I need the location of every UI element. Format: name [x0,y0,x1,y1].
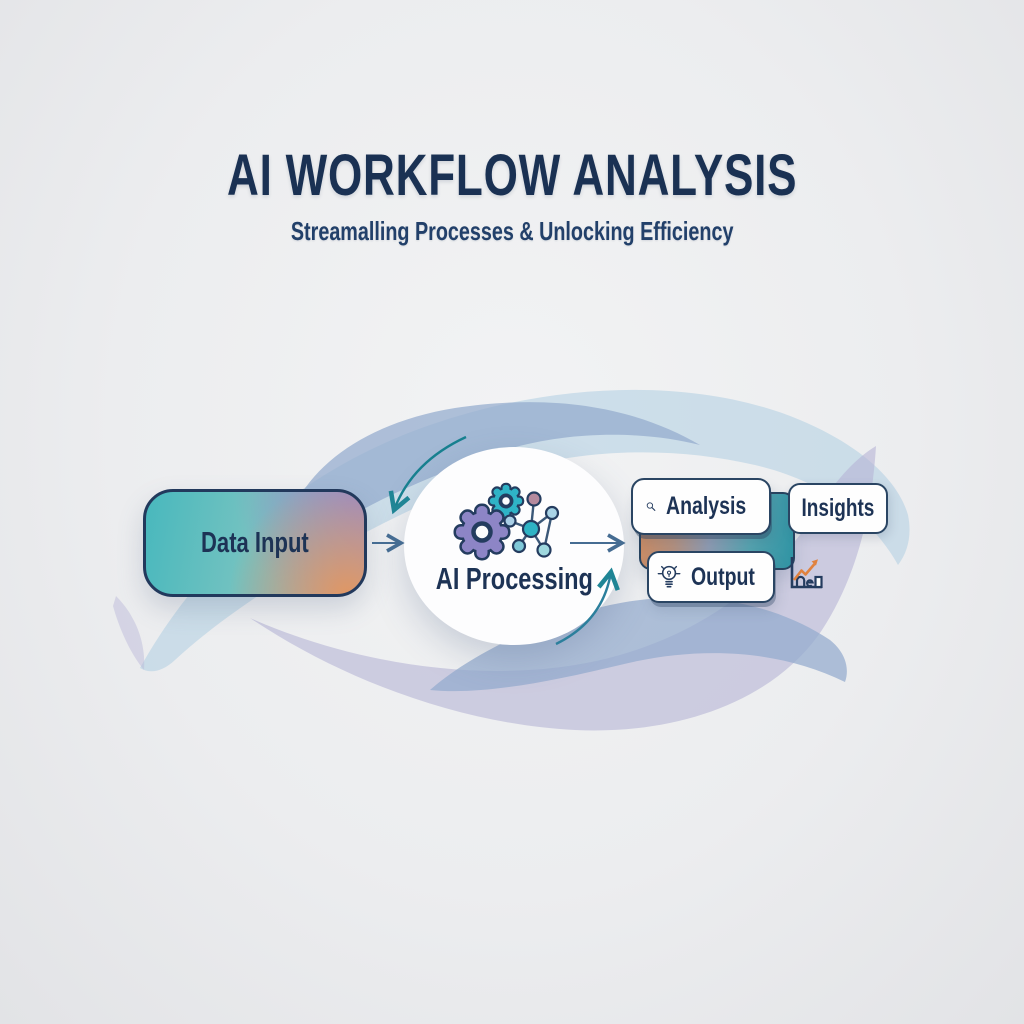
page-subtitle: Streamalling Processes & Unlocking Effic… [0,216,1024,247]
background-swoosh [250,446,876,731]
trend-chart-icon-wrap [786,551,826,593]
analysis-node: Analysis [631,478,771,535]
ai-processing-label-wrap: AI Processing [404,561,624,597]
trend-chart-icon [790,557,823,589]
header: AI WORKFLOW ANALYSIS Streamalling Proces… [0,143,1024,247]
page-title: AI WORKFLOW ANALYSIS [0,143,1024,208]
lightbulb-icon [657,565,681,588]
page-subtitle-text: Streamalling Processes & Unlocking Effic… [290,215,734,246]
magnifier-icon [646,501,656,511]
ai-processing-node [404,447,624,645]
insights-node: Insights [788,483,888,534]
analysis-label: Analysis [666,492,747,520]
data-input-label: Data Input [201,526,309,559]
ai-processing-label: AI Processing [435,561,593,596]
background-swoosh [113,596,145,670]
insights-label: Insights [801,494,875,522]
output-label: Output [691,562,755,591]
data-input-node: Data Input [143,489,367,597]
background-swoosh [430,597,847,692]
page-title-text: AI WORKFLOW ANALYSIS [226,143,798,208]
output-node: Output [647,551,775,603]
